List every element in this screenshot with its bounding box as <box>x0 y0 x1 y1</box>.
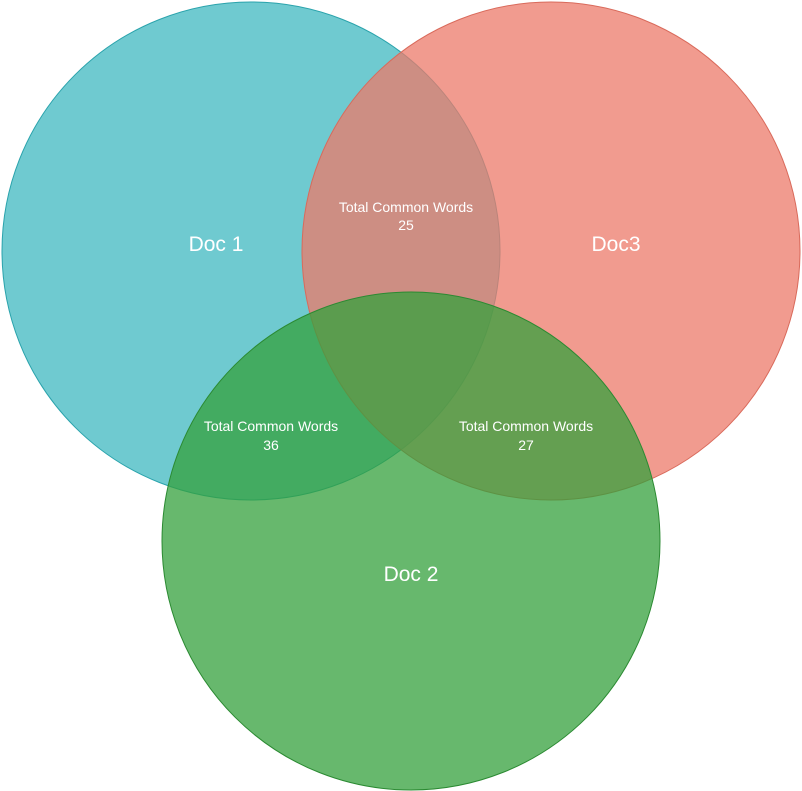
doc1-label: Doc 1 <box>189 233 244 256</box>
doc1-doc2-intersection-title: Total Common Words <box>204 418 338 434</box>
doc2-doc3-intersection-value: 27 <box>518 437 534 453</box>
doc2-label: Doc 2 <box>384 563 439 586</box>
doc3-label: Doc3 <box>591 233 640 256</box>
doc2-circle[interactable] <box>161 291 661 791</box>
doc1-doc2-intersection-value: 36 <box>263 437 279 453</box>
doc1-doc3-intersection-title: Total Common Words <box>339 199 473 215</box>
doc1-doc3-intersection-value: 25 <box>398 217 414 233</box>
doc2-doc3-intersection-title: Total Common Words <box>459 418 593 434</box>
